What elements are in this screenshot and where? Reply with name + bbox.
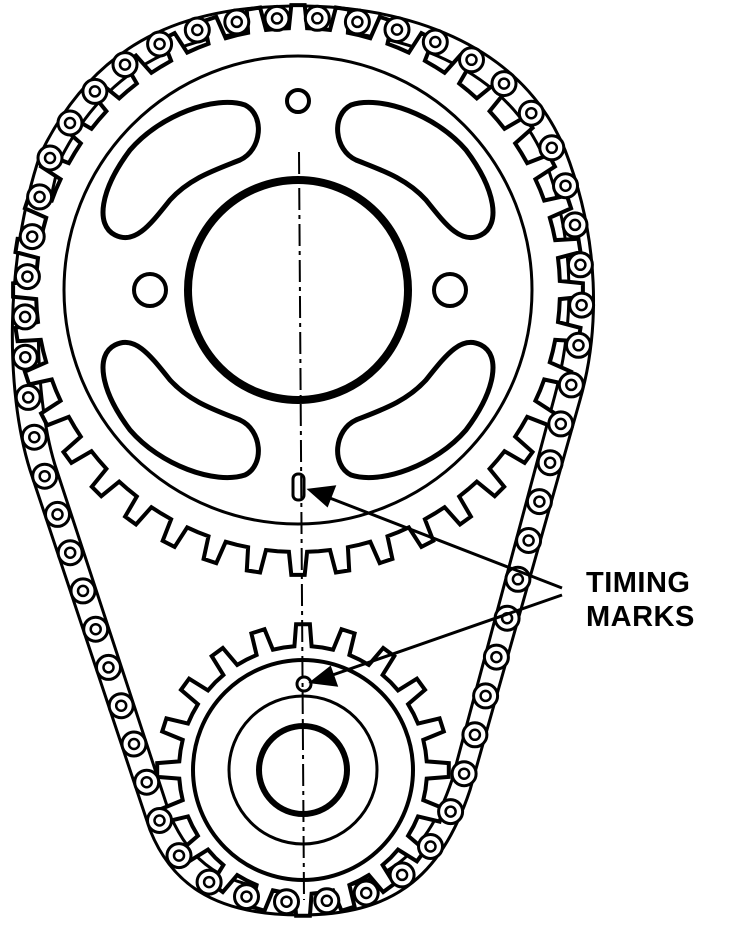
chain-roller-pin <box>88 85 102 98</box>
cam-sprocket-slot-upper-left <box>100 99 261 240</box>
chain-roller-pin <box>424 840 437 853</box>
leader-line-upper <box>321 493 563 590</box>
cam-sprocket-left-hole <box>132 272 168 308</box>
chain-roller-pin <box>565 378 578 392</box>
chain-roller-pin <box>320 894 334 908</box>
chain-roller-pin <box>240 890 253 903</box>
chain-roller-pin <box>444 805 457 818</box>
chain-roller-pin <box>543 456 557 469</box>
chain-roller-pin <box>51 508 64 521</box>
chain-roller-pin <box>429 35 442 49</box>
chain-roller-pin <box>63 116 77 130</box>
chain-roller-pin <box>554 417 568 431</box>
cam-sprocket-slot-upper-right <box>335 99 496 240</box>
chain-roller-pin <box>270 12 284 25</box>
chain-roller-pin <box>575 298 588 312</box>
chain-roller-pin <box>25 230 39 243</box>
chain-rollers <box>11 4 596 916</box>
cam-sprocket-top-hole <box>285 88 311 114</box>
chain-roller-pin <box>497 77 511 90</box>
leader-arrowhead-upper <box>306 485 337 508</box>
chain-roller-pin <box>280 895 293 908</box>
cam-sprocket-right-hole <box>432 272 468 308</box>
chain-roller-pin <box>457 767 471 780</box>
chain-roller-pin <box>140 775 153 789</box>
crank-timing-mark <box>295 675 313 693</box>
cam-sprocket-hub-bore <box>184 176 412 404</box>
chain-roller-pin <box>153 814 166 827</box>
chain-roller-pin <box>191 23 204 37</box>
chain-roller-pin <box>21 391 35 404</box>
chain-roller-pin <box>172 849 186 862</box>
chain-roller-pin <box>19 350 32 364</box>
chain-roller-pin <box>153 37 166 51</box>
chain-roller-pin <box>76 584 90 598</box>
chain-roller-pin <box>533 495 546 508</box>
chain-roller-pin <box>390 23 404 36</box>
chain-roller-pin <box>118 58 132 71</box>
chain-roller-pin <box>351 15 364 29</box>
chain-roller-pin <box>18 310 32 324</box>
chain-roller-pin <box>89 622 102 636</box>
leader-arrowhead-lower <box>308 665 339 687</box>
chain-roller-pin <box>465 53 478 67</box>
chain-roller-pin <box>127 737 141 751</box>
chain-roller-pin <box>21 270 34 283</box>
timing-marks-label-line1: TIMING <box>586 567 691 599</box>
chain-roller-pin <box>38 469 51 483</box>
chain-roller-pin <box>43 151 57 165</box>
chain-roller-pin <box>490 650 503 664</box>
chain-roller-pin <box>230 15 244 29</box>
chain-roller-pin <box>33 190 46 204</box>
cam-sprocket <box>11 3 585 577</box>
chain-roller-pin <box>395 868 409 882</box>
chain-roller-pin <box>545 141 559 155</box>
cam-sprocket-inner-ring <box>62 54 534 526</box>
chain-roller-pin <box>511 573 525 586</box>
chain-roller-pin <box>522 534 535 547</box>
cam-sprocket-slot-lower-right <box>335 340 496 481</box>
center-line <box>298 151 305 901</box>
cam-sprocket-slot-lower-left <box>100 340 261 481</box>
chain-roller-pin <box>359 886 373 900</box>
chain-roller-pin <box>311 12 324 25</box>
timing-marks-label: TIMING MARKS <box>586 566 695 634</box>
chain-roller-pin <box>102 661 115 674</box>
cam-timing-mark <box>291 472 306 502</box>
chain-roller-pin <box>568 218 582 232</box>
timing-mark-leaders <box>306 485 563 687</box>
chain-roller-pin <box>479 689 492 703</box>
chain-roller-pin <box>63 546 77 559</box>
chain-roller-pin <box>28 430 41 444</box>
chain-roller-pin <box>114 699 128 712</box>
chain-roller-pin <box>525 106 538 120</box>
chain-roller-pin <box>572 339 585 352</box>
chain-roller-pin <box>559 179 572 192</box>
chain-roller-pin <box>574 258 587 272</box>
chain-roller-pin <box>468 728 482 742</box>
leader-line-lower <box>323 593 563 680</box>
timing-marks-label-line2: MARKS <box>586 601 695 633</box>
chain-roller-pin <box>202 875 216 889</box>
